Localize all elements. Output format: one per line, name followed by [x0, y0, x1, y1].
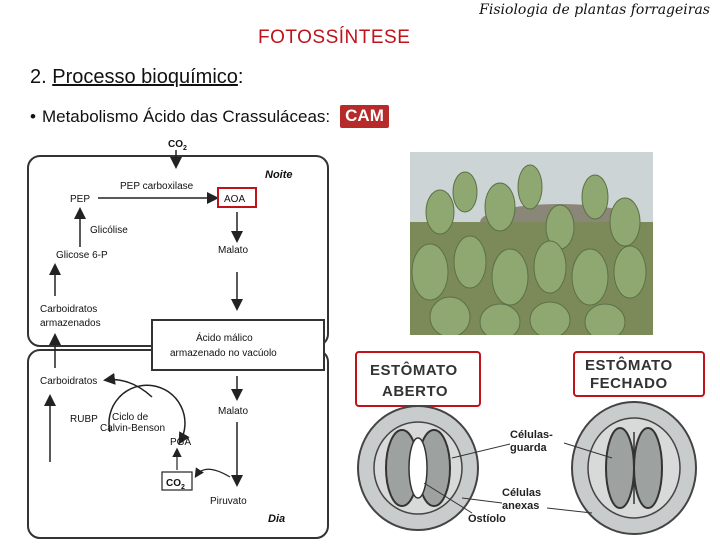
guard-cells-label-2: guarda: [510, 442, 548, 454]
malic-acid-label-1: Ácido málico: [196, 331, 253, 344]
slide-title: FOTOSSÍNTESE: [258, 27, 411, 48]
open-stoma-label-1: ESTÔMATO: [370, 361, 458, 379]
malic-acid-label-2: armazenado no vacúolo: [170, 348, 277, 359]
calvin-cycle-arrow: [108, 384, 190, 445]
stomata-illustration: ESTÔMATO ABERTO ESTÔMATO FECHADO Células…: [342, 348, 720, 540]
pep-label: PEP: [70, 194, 90, 205]
vacuole-box: [151, 319, 325, 371]
open-stoma-drawing: [357, 405, 479, 531]
annex-cells-label-1: Células: [502, 487, 541, 499]
glucose-label: Glicose 6-P: [56, 250, 108, 261]
day-label: Dia: [268, 513, 285, 525]
cactus-photo: [410, 152, 653, 335]
annex-cells-label-2: anexas: [502, 500, 539, 512]
closed-stoma-drawing: [571, 401, 697, 535]
malate-night-label: Malato: [218, 245, 248, 256]
open-stoma-label-2: ABERTO: [382, 383, 448, 400]
closed-stoma-label-2: FECHADO: [590, 375, 668, 392]
subtitle-number: 2.: [30, 66, 47, 88]
aoa-highlight: [217, 187, 257, 208]
bullet-cam: • Metabolismo Ácido das Crassuláceas: CA…: [30, 105, 389, 128]
pyruvate-label: Piruvato: [210, 496, 247, 507]
cam-diagram: CO2 Noite PEP carboxilase PEP AOA Glicól…: [20, 132, 342, 540]
night-label: Noite: [265, 169, 293, 181]
guard-cells-label-1: Células-: [510, 429, 553, 441]
subtitle-text: Processo bioquímico: [52, 66, 238, 88]
co2-day-box: [161, 471, 193, 491]
carbs-day-label: Carboidratos: [40, 376, 97, 387]
rubp-label: RUBP: [70, 414, 98, 425]
pga-label: PGA: [170, 437, 191, 448]
carbs-stored-label-2: armazenados: [40, 318, 101, 329]
cam-diagram-svg: CO2 Noite PEP carboxilase PEP AOA Glicól…: [27, 139, 329, 539]
pep-carboxylase-label: PEP carboxilase: [120, 181, 194, 192]
co2-top-label: CO2: [168, 139, 187, 152]
closed-stoma-label-1: ESTÔMATO: [585, 356, 673, 374]
calvin-label-1: Ciclo de: [112, 412, 149, 423]
bullet-icon: •: [30, 106, 36, 126]
closed-stoma-label-box: [573, 351, 705, 397]
malate-day-label: Malato: [218, 406, 248, 417]
cam-badge: CAM: [340, 105, 389, 128]
course-header: Fisiologia de plantas forrageiras: [479, 2, 710, 18]
calvin-label-2: Calvin-Benson: [100, 423, 165, 434]
slide-subtitle: 2. Processo bioquímico:: [30, 66, 243, 89]
co2-day-label: CO2: [166, 478, 185, 491]
carbs-stored-label-1: Carboidratos: [40, 304, 97, 315]
aoa-label: AOA: [224, 194, 245, 205]
ostiole-label: Ostíolo: [468, 513, 506, 525]
subtitle-suffix: :: [237, 66, 244, 88]
bullet-text: Metabolismo Ácido das Crassuláceas:: [41, 106, 331, 126]
glycolysis-label: Glicólise: [90, 225, 128, 236]
